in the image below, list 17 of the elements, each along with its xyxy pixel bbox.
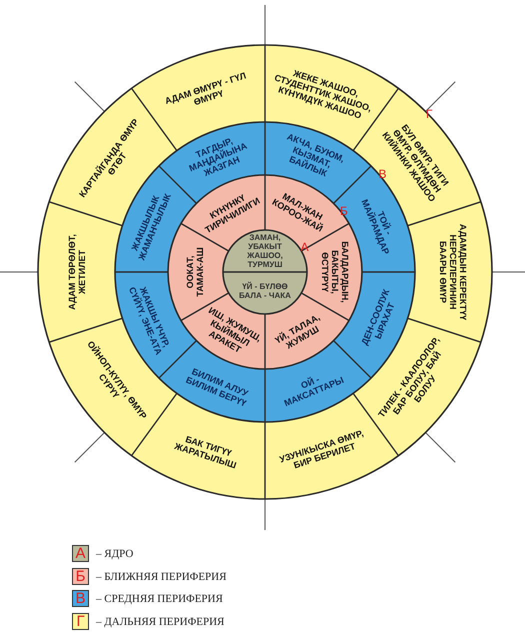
core-text: ЗАМАН, УБАКЫТ ЖАШОО, ТУРМУШ	[232, 233, 298, 269]
outer-ring-text: АДАМДЫН КЕРЕКТҮҮ НЕРСЕЛЕРИНИН БААРЫ ӨМҮР	[438, 222, 468, 322]
outer-ring-text: АДАМ ӨМҮРҮ - ГҮЛ ӨМҮРҮ	[156, 68, 258, 118]
legend-swatch: В	[72, 590, 89, 607]
legend-text: – ЯДРО	[96, 548, 134, 560]
inner-ring-text: БАЛДАРДЫН, БАКЫТЫ, ӨСТҮРҮҮ	[320, 238, 350, 306]
legend-swatch: Г	[72, 612, 89, 630]
legend-text: – ДАЛЬНЯЯ ПЕРИФЕРИЯ	[96, 616, 224, 628]
legend-text: – БЛИЖНЯЯ ПЕРИФЕРИЯ	[96, 570, 226, 582]
ring-marker-letter: Б	[340, 205, 348, 218]
ring-marker-letter: В	[378, 168, 386, 180]
legend-text: – СРЕДНЯЯ ПЕРИФЕРИЯ	[96, 593, 223, 605]
inner-ring-text: ООКАТ, ТАМАК-АШ	[185, 238, 205, 306]
legend-swatch: Б	[72, 568, 89, 584]
outer-ring-text: АДАМ ТӨРӨЛӨТ, ЖЕТИЛЕТ	[67, 222, 87, 322]
legend-swatch: А	[72, 545, 89, 562]
core-text: ҮЙ - БҮЛӨӨ БАЛА - ЧАКА	[232, 282, 298, 300]
